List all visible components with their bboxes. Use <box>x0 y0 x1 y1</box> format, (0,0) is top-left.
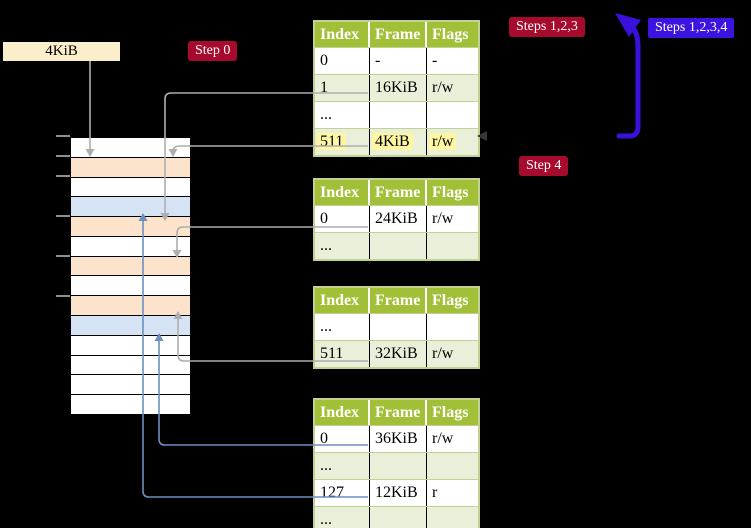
table-cell: 511 <box>315 129 370 155</box>
table-cell <box>370 102 427 128</box>
table-cell: r/w <box>427 129 478 155</box>
step4-badge: Step 4 <box>519 156 569 176</box>
table-row: ... <box>315 452 478 479</box>
table-header-cell: Frame <box>370 288 427 313</box>
table-header-cell: Index <box>315 288 370 313</box>
table-cell: 4KiB <box>370 129 427 155</box>
table-header-cell: Index <box>315 22 370 47</box>
table-cell: r/w <box>432 210 454 227</box>
memory-frame-row <box>71 138 190 158</box>
table-header-cell: Frame <box>370 400 427 425</box>
table-cell: ... <box>315 507 370 528</box>
table-header-cell: Flags <box>432 292 469 309</box>
memory-frame-row <box>71 375 190 396</box>
table-cell <box>427 233 478 259</box>
table-cell: - <box>432 52 438 69</box>
memory-frame-row <box>71 256 190 277</box>
memory-frame-row <box>71 197 190 218</box>
table-cell: 32KiB <box>370 341 427 367</box>
table-cell: r <box>432 484 438 501</box>
memory-frame-row <box>71 395 190 414</box>
table-cell: 127 <box>315 480 370 506</box>
table-header-cell: Flags <box>432 404 469 421</box>
table-cell <box>427 314 478 340</box>
table-cell <box>427 453 478 479</box>
step0-badge: Step 0 <box>188 41 238 61</box>
table-cell <box>370 314 427 340</box>
table-cell: ... <box>315 453 370 479</box>
table-row: ... <box>315 313 478 340</box>
table-cell: 36KiB <box>370 426 427 452</box>
table-cell: 1 <box>315 75 370 101</box>
table-cell: 16KiB <box>370 75 427 101</box>
table-cell <box>370 507 427 528</box>
table-cell: 511 <box>315 341 370 367</box>
steps1234-badge: Steps 1,2,3,4 <box>648 18 735 38</box>
table-row: 0-- <box>315 47 478 74</box>
memory-frame-row <box>71 236 190 257</box>
table-row: ... <box>315 101 478 128</box>
table-cell: 0 <box>315 426 370 452</box>
highlighted-cell-text: r/w <box>429 133 457 150</box>
memory-frame-row <box>71 177 190 198</box>
table-header-cell: Flags <box>432 26 469 43</box>
cr3-frame-label: 4KiB <box>45 43 78 59</box>
table-row: ... <box>315 506 478 528</box>
memory-column <box>70 137 191 415</box>
table-header-cell: Frame <box>370 180 427 205</box>
recursive-loop-arrow <box>615 13 641 139</box>
table-header-cell: Index <box>315 400 370 425</box>
table-header-cell: Index <box>315 180 370 205</box>
table-header-cell: Flags <box>432 184 469 201</box>
steps123-badge: Steps 1,2,3 <box>509 17 585 37</box>
table-cell: 0 <box>315 48 370 74</box>
table-cell: r/w <box>432 430 454 447</box>
table-cell: ... <box>315 314 370 340</box>
memory-frame-row <box>71 157 190 178</box>
cr3-frame-box: 4KiB <box>3 42 120 61</box>
table-header-cell: Frame <box>370 22 427 47</box>
table-cell <box>427 102 478 128</box>
table-row: 511 4KiB r/w <box>315 128 478 155</box>
highlighted-cell-text: 4KiB <box>372 133 413 150</box>
table-row: ... <box>315 232 478 259</box>
highlighted-cell-text: 511 <box>317 133 347 150</box>
frame-tick-marks <box>56 135 70 297</box>
memory-frame-row <box>71 276 190 297</box>
table-cell: 0 <box>315 206 370 232</box>
table-cell: ... <box>315 102 370 128</box>
table-cell <box>370 233 427 259</box>
table-cell: 24KiB <box>370 206 427 232</box>
memory-frame-row <box>71 296 190 317</box>
memory-frame-row <box>71 316 190 336</box>
memory-frame-row <box>71 335 190 356</box>
table-cell: - <box>370 48 427 74</box>
memory-frame-row <box>71 217 190 237</box>
table-cell: r/w <box>432 79 454 96</box>
table-cell: 12KiB <box>370 480 427 506</box>
table-cell <box>370 453 427 479</box>
table-cell <box>427 507 478 528</box>
table-cell: ... <box>315 233 370 259</box>
memory-frame-row <box>71 355 190 376</box>
table-cell: r/w <box>432 345 454 362</box>
